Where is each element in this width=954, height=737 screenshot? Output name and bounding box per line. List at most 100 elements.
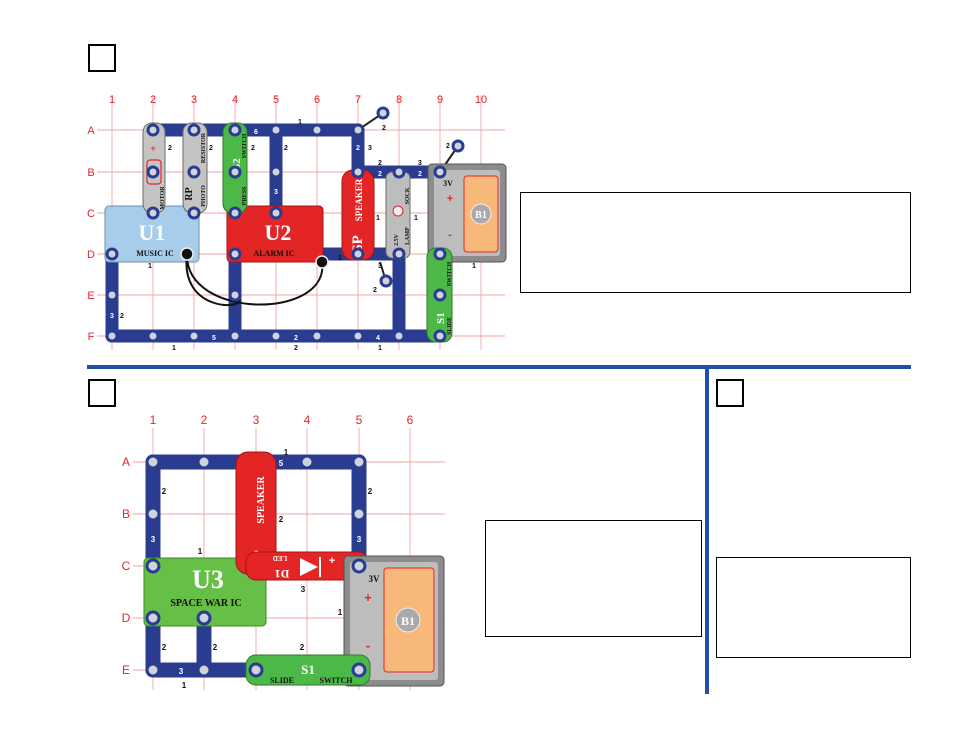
snap-posts-bottom [145, 454, 367, 678]
wn-b8: 1 [198, 547, 203, 556]
wn-t29: 2 [120, 313, 124, 320]
wn-b1: 1 [284, 448, 289, 457]
top-row-E: E [87, 290, 94, 302]
lamp-name1: LAMP [405, 227, 411, 245]
led-name: LED [273, 554, 287, 562]
wn-b4: 2 [368, 487, 373, 496]
project-checkbox-top[interactable] [88, 44, 116, 72]
rp-code: RP [184, 187, 195, 200]
bot-col-5: 5 [356, 413, 363, 427]
top-col-9: 9 [437, 94, 443, 106]
section-divider-vertical [705, 368, 709, 694]
wn-t14: 2 [356, 145, 360, 152]
wn-b15: 1 [182, 681, 187, 690]
wn-b14: 3 [179, 667, 184, 676]
section-divider-horizontal [87, 365, 911, 369]
led-plus: + [329, 555, 335, 567]
motor-name: MOTOR [160, 186, 166, 210]
wn-b12: 2 [213, 643, 218, 652]
top-col-4: 4 [232, 94, 238, 106]
bot-col-3: 3 [253, 413, 260, 427]
instruction-box-top [520, 192, 911, 293]
b1-top-plus: + [447, 193, 453, 205]
u1-code: U1 [139, 220, 166, 245]
wn-b7: 3 [357, 535, 362, 544]
u3-name: SPACE WAR IC [170, 598, 241, 609]
s1-top-name2: SWITCH [447, 261, 453, 286]
wn-t26: 1 [378, 345, 382, 352]
bot-row-A: A [122, 455, 130, 469]
s1-top-code: S1 [435, 312, 447, 324]
wn-t15: 2 [378, 171, 382, 178]
lamp-socket: 2.5V LAMP SOCK [385, 171, 411, 259]
bot-row-C: C [122, 559, 131, 573]
wn-t23: 2 [294, 335, 298, 342]
bot-col-2: 2 [201, 413, 208, 427]
bot-col-4: 4 [304, 413, 311, 427]
top-col-2: 2 [150, 94, 156, 106]
wn-t8: 2 [284, 145, 288, 152]
top-row-C: C [87, 208, 95, 220]
s1-bot-code: S1 [301, 662, 315, 677]
lamp-volt: 2.5V [394, 233, 400, 246]
b1-bot-code: B1 [401, 614, 415, 628]
wn-t10: 2 [378, 160, 382, 167]
b1-bot-minus: - [366, 638, 370, 653]
top-row-D: D [87, 249, 95, 261]
wn-t6: 2 [251, 145, 255, 152]
led-d1: D1 LED + [245, 551, 369, 581]
top-col-5: 5 [273, 94, 279, 106]
u1-name: MUSIC IC [136, 249, 174, 258]
music-ic-u1: U1 MUSIC IC [104, 205, 200, 263]
wn-t5: 2 [209, 145, 213, 152]
top-row-B: B [87, 167, 94, 179]
wn-t3: 6 [254, 129, 258, 136]
s2-name2: SWITCH [242, 133, 248, 158]
alarm-ic-u2: U2 ALARM IC [226, 205, 324, 263]
b1-top-minus: - [448, 229, 452, 241]
wn-t27: 2 [294, 345, 298, 352]
wn-b11: 2 [162, 643, 167, 652]
wn-t30: 3 [110, 313, 114, 320]
bot-col-1: 1 [150, 413, 157, 427]
svg-text:+: + [150, 144, 156, 155]
wn-t24: 4 [376, 335, 380, 342]
bot-col-6: 6 [407, 413, 414, 427]
bot-row-E: E [122, 663, 130, 677]
battery-b1-top: B1 3V + - [427, 163, 507, 263]
project-checkbox-bottom-left[interactable] [88, 379, 116, 407]
wn-t20: 2 [338, 255, 342, 262]
project-checkbox-bottom-right[interactable] [716, 379, 744, 407]
slide-switch-s1-bottom: S1 SLIDE SWITCH [245, 654, 371, 686]
top-col-1: 1 [109, 94, 115, 106]
led-code: D1 [275, 567, 290, 581]
wn-t21: 2 [373, 287, 377, 294]
wn-t13: 1 [414, 215, 418, 222]
sp-name: SPEAKER [354, 178, 364, 221]
sp-code: SP [350, 235, 366, 253]
wn-t4: 2 [168, 145, 172, 152]
s1-bot-name1: SLIDE [270, 676, 294, 685]
wn-b10: 1 [338, 608, 343, 617]
jumper-wire-top [185, 253, 324, 306]
wn-b6: 3 [151, 535, 156, 544]
sp-bot-name: SPEAKER [256, 476, 267, 524]
snap-posts-top [105, 106, 465, 343]
wn-t9: 3 [418, 160, 422, 167]
wn-t11: 2 [446, 143, 450, 150]
instruction-box-bottom-right [716, 557, 911, 658]
wn-t17: 2 [418, 171, 422, 178]
wn-t25: 1 [172, 345, 176, 352]
bot-row-B: B [122, 507, 130, 521]
s2-name1: PRESS [242, 186, 248, 205]
wn-b3: 2 [162, 487, 167, 496]
top-row-A: A [87, 125, 95, 137]
s1-bot-name2: SWITCH [320, 676, 354, 685]
wn-t2: 2 [382, 125, 386, 132]
wn-t1: 1 [298, 119, 302, 126]
u2-code: U2 [265, 220, 292, 245]
b1-top-code: B1 [475, 210, 487, 221]
top-col-7: 7 [355, 94, 361, 106]
wn-t7: 3 [368, 145, 372, 152]
